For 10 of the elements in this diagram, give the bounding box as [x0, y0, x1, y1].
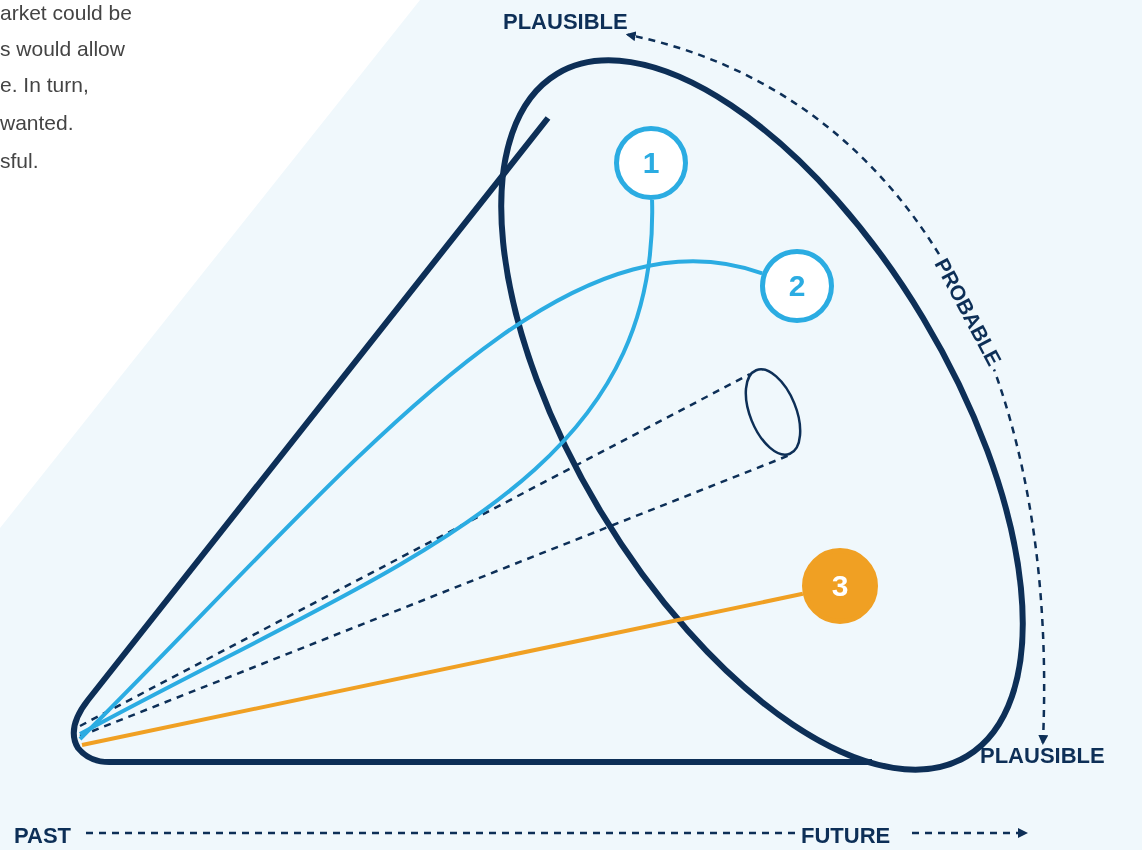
scenario-label: PLAUSIBLE [980, 743, 1105, 769]
body-text: arket could be [0, 0, 132, 26]
body-text: wanted. [0, 110, 74, 136]
scenario-label: PLAUSIBLE [503, 9, 628, 35]
scenario-line [78, 260, 763, 741]
body-text: sful. [0, 148, 39, 174]
body-text: e. In turn, [0, 72, 89, 98]
scenario-line [81, 591, 804, 747]
body-text: s would allow [0, 36, 125, 62]
scenario-line [79, 199, 655, 736]
